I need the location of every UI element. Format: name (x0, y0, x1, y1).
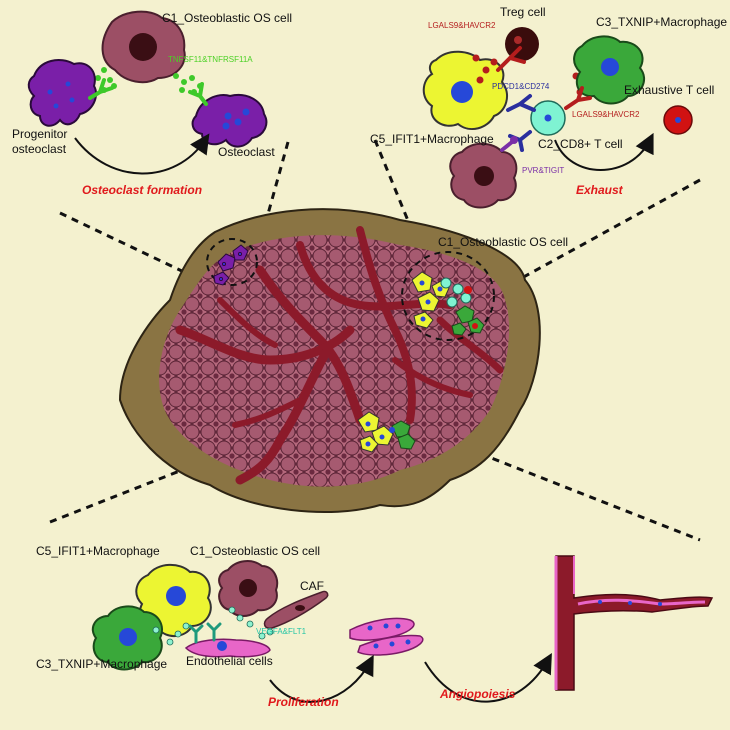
tumor-tissue (118, 208, 541, 513)
cd8-label: C2_CD8+ T cell (538, 137, 623, 151)
osteoblastic-label-top: C1_Osteoblastic OS cell (162, 11, 293, 25)
exhaustive-t-cell-label: Exhaustive T cell (624, 83, 715, 97)
lgals9-label-right: LGALS9&HAVCR2 (572, 110, 640, 119)
caf-label: CAF (300, 579, 324, 593)
c5-macrophage-label-top: C5_IFIT1+Macrophage (370, 132, 494, 146)
endothelial-cell (184, 622, 271, 658)
immune-cluster-upper (411, 271, 485, 336)
tumor-osteoclasts (213, 244, 249, 286)
osteoblastic-cell-top-left (101, 10, 186, 84)
endothelial-label: Endothelial cells (186, 654, 273, 668)
osteoclast-formation-label: Osteoclast formation (82, 183, 203, 197)
angiopoiesis-label: Angiopoiesis (440, 687, 516, 701)
progenitor-label-1: Progenitor (12, 127, 68, 141)
progenitor-label-2: osteoclast (12, 142, 67, 156)
c3-macrophage-label-bottom: C3_TXNIP+Macrophage (36, 657, 168, 671)
immune-cluster-lower (357, 411, 416, 453)
proliferating-endothelial-cells (349, 617, 424, 656)
pdcd1-label: PDCD1&CD274 (492, 82, 550, 91)
blood-vessel-sprout (554, 555, 714, 691)
exhaust-panel-art (422, 27, 693, 209)
pvr-tigit-label: PVR&TIGIT (522, 166, 565, 175)
osteoblastic-cell-bottom (218, 560, 279, 617)
caf-cell (263, 590, 329, 630)
blood-vessels (175, 226, 504, 485)
osteoclast-panel-art (27, 10, 268, 175)
cd8-t-cell (530, 100, 566, 136)
lgals9-label-top: LGALS9&HAVCR2 (428, 21, 496, 30)
vegfa-flt1-label: VEGFA&FLT1 (256, 627, 307, 636)
treg-label: Treg cell (500, 5, 546, 19)
osteoblastic-label-bottom: C1_Osteoblastic OS cell (190, 544, 321, 558)
angio-panel-art (91, 555, 714, 703)
exhaust-label: Exhaust (576, 183, 623, 197)
c5-macrophage-lower (449, 142, 518, 209)
tnfsf11-label: TNFSF11&TNFRSF11A (168, 55, 253, 64)
c5-macrophage-label-bottom: C5_IFIT1+Macrophage (36, 544, 160, 558)
osteoclast-cell (188, 82, 268, 148)
c3-macrophage-top (573, 35, 646, 105)
c3-macrophage-bottom (91, 605, 163, 671)
progenitor-osteoclast-cell (27, 59, 114, 127)
osteoclast-label: Osteoclast (218, 145, 275, 159)
exhaustive-t-cell (663, 105, 693, 135)
c3-macrophage-label-top: C3_TXNIP+Macrophage (596, 15, 728, 29)
tumor-osteoblastic-label: C1_Osteoblastic OS cell (438, 235, 569, 249)
proliferation-label: Proliferation (268, 695, 339, 709)
